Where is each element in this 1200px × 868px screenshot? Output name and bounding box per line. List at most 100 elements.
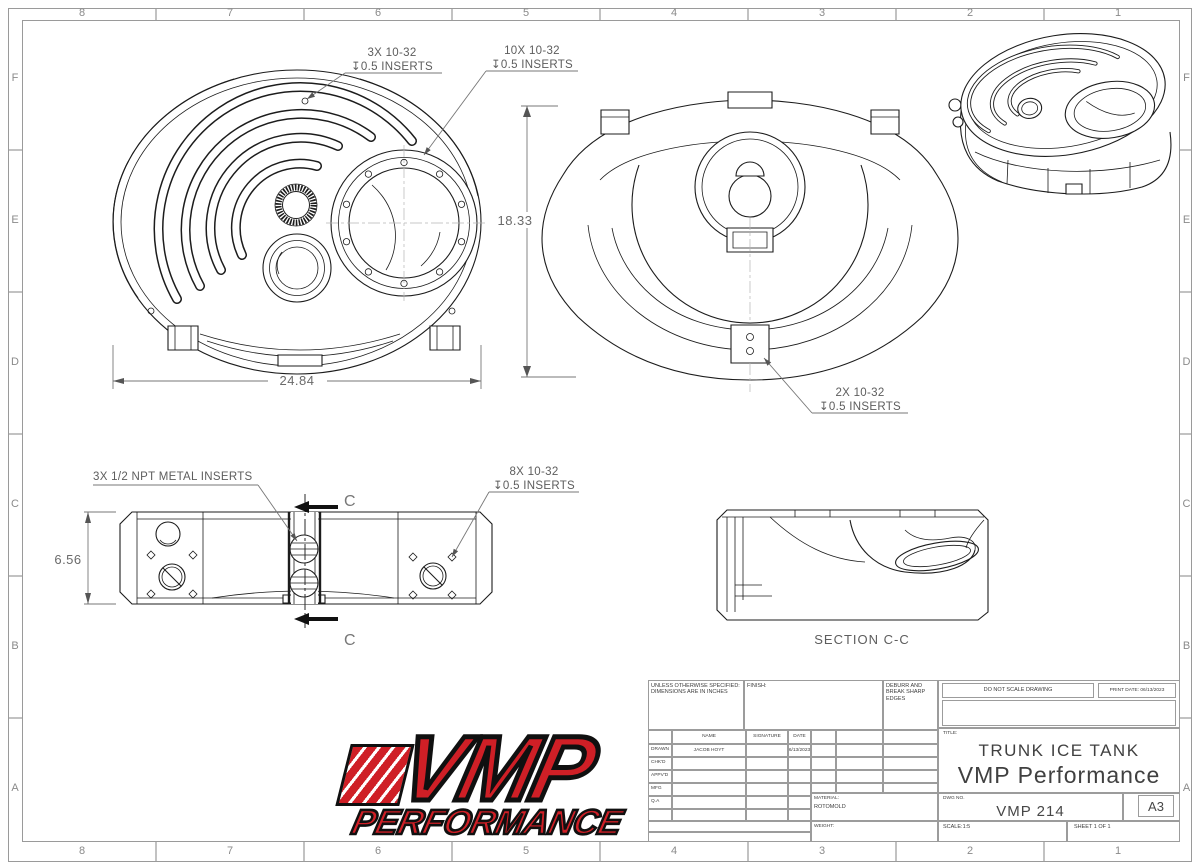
section-view: SECTION C-C: [716, 509, 989, 647]
plan-note-10x-line2: ↧0.5 INSERTS: [491, 59, 573, 71]
dwg-no-value: VMP 214: [996, 803, 1065, 820]
section-view-label: SECTION C-C: [814, 632, 910, 647]
dwg-no-label: DWG NO.: [943, 796, 965, 801]
filler-cell: [648, 809, 672, 821]
spec-note-line2: DIMENSIONS ARE IN INCHES: [651, 689, 728, 696]
scale-text: SCALE:1:5: [943, 824, 971, 830]
signature-header: SIGNATURE: [746, 730, 788, 744]
filler-cell: [788, 809, 811, 821]
signoff-signature: [746, 744, 788, 757]
zone-row-right: C: [1182, 498, 1191, 510]
signoff-corner-cell: [648, 730, 672, 744]
front-note-2x-line2: ↧0.5 INSERTS: [819, 401, 901, 413]
zone-col-bottom: 1: [1114, 845, 1122, 857]
isometric-view: [948, 33, 1172, 195]
extra-cell: [836, 770, 883, 783]
zone-row-left: C: [11, 498, 19, 510]
side-note-8x-line2: ↧0.5 INSERTS: [493, 480, 575, 492]
zone-col-top: 2: [966, 7, 974, 19]
title-cell: TITLE: TRUNK ICE TANK VMP Performance: [938, 728, 1180, 793]
zone-col-bottom: 5: [522, 845, 530, 857]
extra-header-cell: [811, 730, 836, 744]
signoff-signature: [746, 783, 788, 796]
weight-cell: WEIGHT:: [811, 821, 938, 842]
side-note-npt: 3X 1/2 NPT METAL INSERTS: [93, 471, 253, 483]
signoff-label: DRAWN: [648, 744, 672, 757]
zone-col-top: 7: [226, 7, 234, 19]
signoff-signature: [746, 770, 788, 783]
zone-row-right: D: [1182, 356, 1191, 368]
signoff-signature: [746, 757, 788, 770]
revision-cell: [942, 700, 1176, 726]
section-marker-bottom: C: [344, 632, 356, 649]
signoff-date: [788, 783, 811, 796]
section-marker-top: C: [344, 493, 356, 510]
filler-cell: [648, 821, 811, 832]
plan-note-3x-line1: 3X 10-32: [367, 47, 416, 59]
zone-col-bottom: 8: [78, 845, 86, 857]
do-not-scale-cell: DO NOT SCALE DRAWING: [942, 683, 1094, 698]
zone-col-bottom: 3: [818, 845, 826, 857]
zone-col-bottom: 6: [374, 845, 382, 857]
zone-col-bottom: 4: [670, 845, 678, 857]
extra-cell: [811, 783, 836, 793]
zone-col-top: 1: [1114, 7, 1122, 19]
vmp-performance-logo: VMP PERFORMANCE: [333, 716, 641, 844]
zone-row-left: D: [11, 356, 19, 368]
side-note-8x-line1: 8X 10-32: [509, 466, 558, 478]
zone-row-left: F: [11, 72, 19, 84]
side-view: C C 6.56 3X 1/2 NPT METAL INSERTS 8X 10-…: [50, 466, 579, 649]
extra-cell: [811, 744, 836, 757]
zone-col-top: 4: [670, 7, 678, 19]
dwg-no-cell: DWG NO. VMP 214: [938, 793, 1123, 821]
scale-cell: SCALE:1:5: [938, 821, 1067, 842]
signoff-name: JACOB HOYT: [672, 744, 746, 757]
signoff-date: [788, 796, 811, 809]
zone-row-left: E: [11, 214, 19, 226]
spec-note-line1: UNLESS OTHERWISE SPECIFIED:: [651, 682, 740, 689]
filler-cell: [746, 809, 788, 821]
zone-col-top: 6: [374, 7, 382, 19]
signoff-label: APPV'D: [648, 770, 672, 783]
drawing-title-line2: VMP Performance: [957, 762, 1161, 788]
extra-cell: [836, 783, 883, 793]
zone-row-right: A: [1182, 782, 1191, 794]
filler-cell: [672, 809, 746, 821]
sheet-cell: SHEET 1 OF 1: [1067, 821, 1180, 842]
zone-col-top: 5: [522, 7, 530, 19]
plan-width-dim: 24.84: [279, 373, 314, 388]
extra-cell: [836, 744, 883, 757]
zone-ticks: [8, 8, 1192, 861]
zone-row-left: A: [11, 782, 19, 794]
material-value: ROTOMOLD: [814, 804, 846, 811]
signoff-name: [672, 783, 746, 796]
front-height-dim: 18.33: [497, 213, 532, 228]
extra-header-cell: [883, 730, 938, 744]
print-date-cell: PRINT DATE: 06/13/2023: [1098, 683, 1176, 698]
side-height-dim: 6.56: [54, 552, 81, 567]
zone-col-top: 3: [818, 7, 826, 19]
finish-cell: FINISH:: [744, 680, 883, 730]
plan-note-10x-line1: 10X 10-32: [504, 45, 560, 57]
zone-col-bottom: 7: [226, 845, 234, 857]
signoff-label: CHK'D: [648, 757, 672, 770]
extra-cell: [883, 744, 938, 757]
insert-marks-left: [146, 550, 198, 599]
front-view: 18.33 2X 10-32 ↧0.5 INSERTS: [492, 91, 959, 414]
signoff-date: [788, 757, 811, 770]
title-block: UNLESS OTHERWISE SPECIFIED: DIMENSIONS A…: [648, 680, 1180, 842]
extra-cell: [836, 757, 883, 770]
date-header: DATE: [788, 730, 811, 744]
extra-cell: [883, 757, 938, 770]
material-label: MATERIAL:: [814, 795, 839, 801]
zone-row-right: E: [1182, 214, 1191, 226]
extra-cell: [811, 770, 836, 783]
material-cell: MATERIAL: ROTOMOLD: [811, 793, 938, 821]
signoff-label: MFG: [648, 783, 672, 796]
signoff-name: [672, 757, 746, 770]
signoff-name: [672, 796, 746, 809]
spec-note-cell: UNLESS OTHERWISE SPECIFIED: DIMENSIONS A…: [648, 680, 744, 730]
name-header: NAME: [672, 730, 746, 744]
extra-cell: [883, 783, 938, 793]
